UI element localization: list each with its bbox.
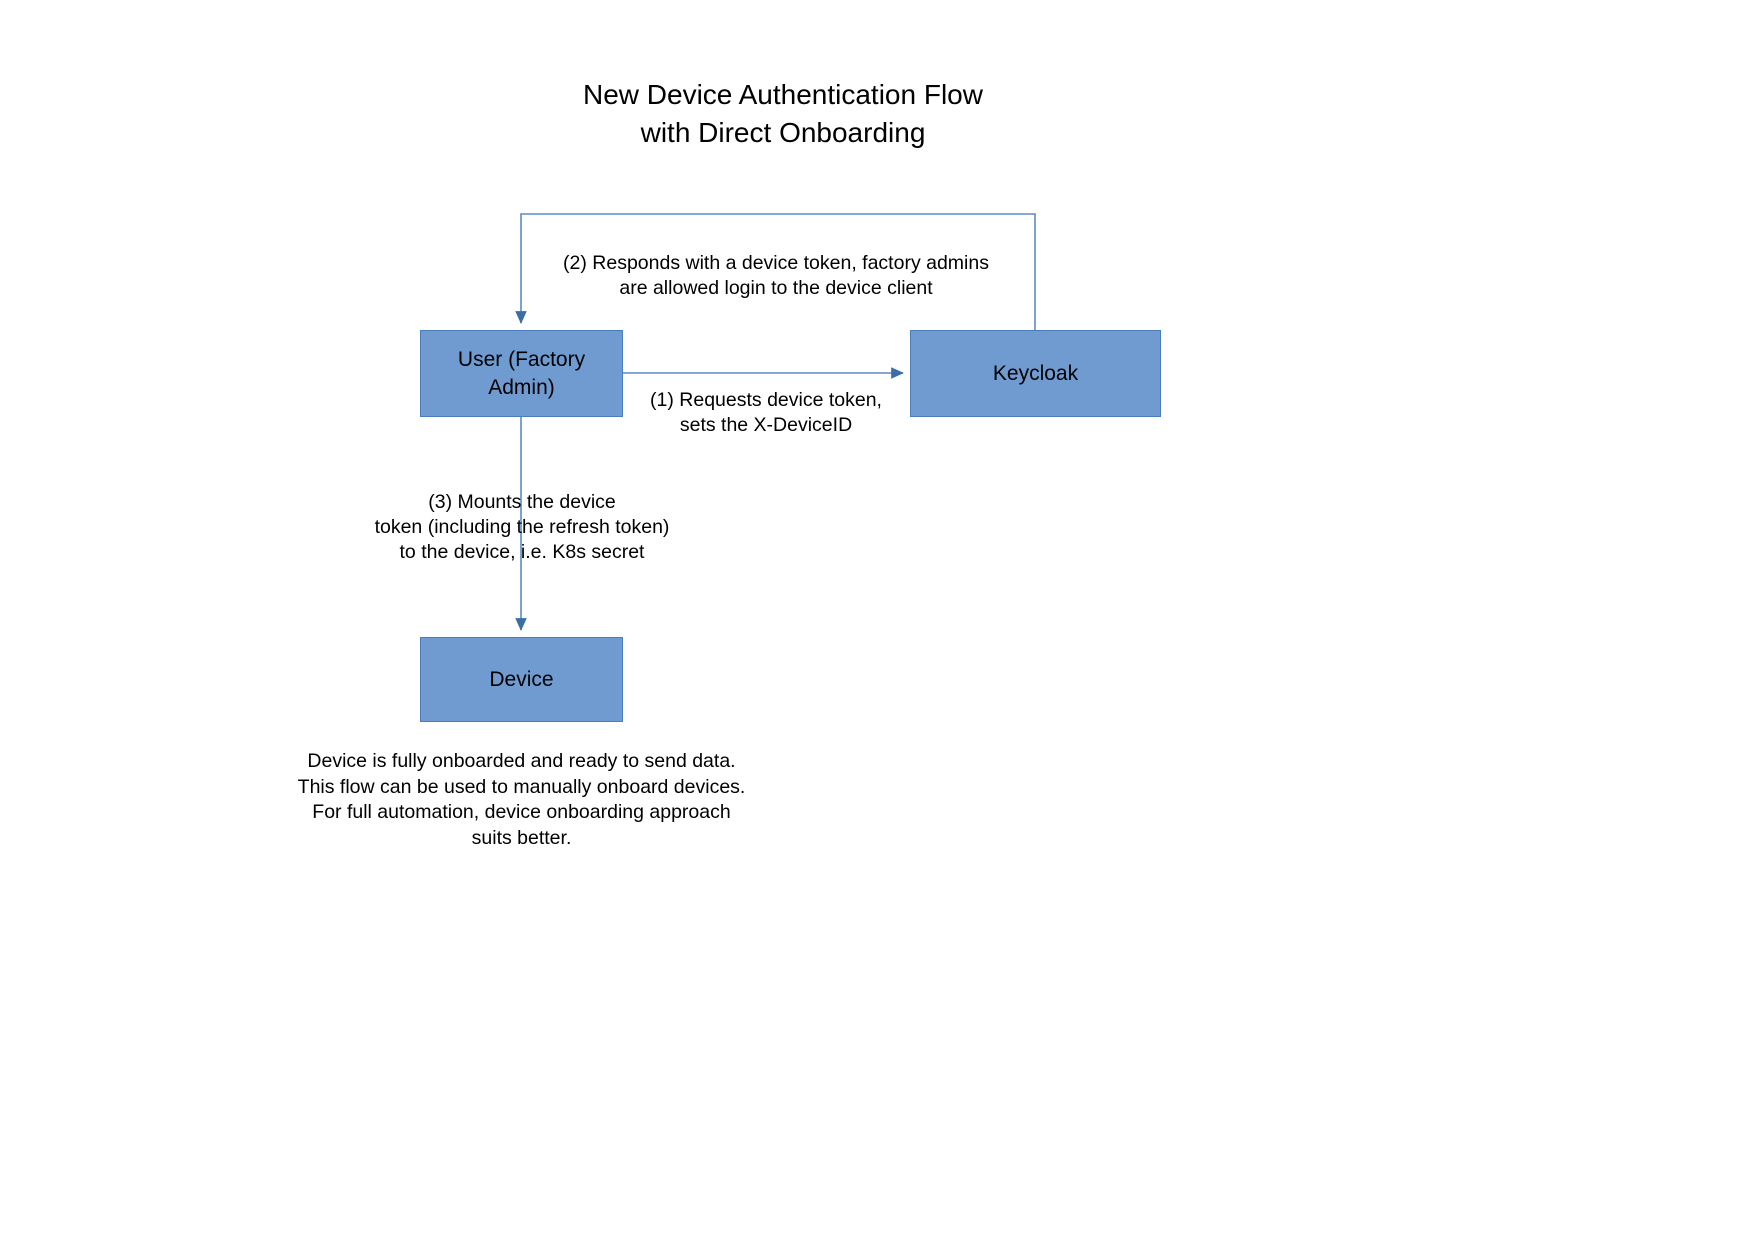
node-keycloak-label: Keycloak <box>992 361 1079 385</box>
edge-label-step2: (2) Responds with a device token, factor… <box>563 252 989 299</box>
node-user-factory-admin[interactable]: User (Factory Admin) <box>420 330 623 417</box>
footer-note: Device is fully onboarded and ready to s… <box>297 750 746 849</box>
node-user-factory-admin-label: User (Factory Admin) <box>457 347 586 399</box>
node-device-label: Device <box>489 667 554 691</box>
diagram-title: New Device Authentication Flow with Dire… <box>583 79 983 148</box>
edge-label-step1: (1) Requests device token, sets the X-De… <box>650 389 882 436</box>
node-device[interactable]: Device <box>420 637 623 722</box>
node-keycloak[interactable]: Keycloak <box>910 330 1161 417</box>
edge-label-step3: (3) Mounts the device token (including t… <box>374 491 670 563</box>
